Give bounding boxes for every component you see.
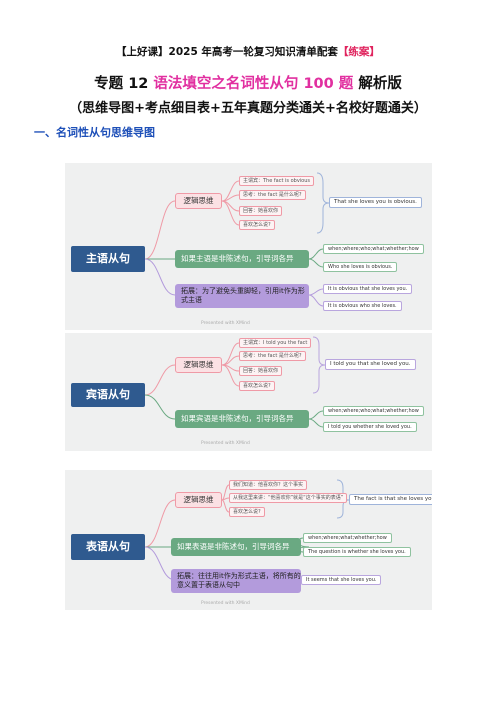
non-declarative-branch: 如果宾语是非陈述句，引导词各异 [175, 410, 309, 428]
logic-item: 回答：她喜欢你 [239, 366, 283, 377]
section-title: 一、名词性从句思维导图 [34, 126, 155, 139]
mindmap-connectors [144, 172, 330, 307]
xmind-watermark: Presented with XMind [201, 321, 250, 326]
example-sentence: Who she loves is obvious. [323, 262, 398, 273]
example-sentence: I told you whether she loved you. [323, 422, 417, 433]
logic-branch: 逻辑思维 [175, 357, 222, 373]
logic-branch: 逻辑思维 [175, 193, 222, 209]
connector-words: when;where;who;what;whether;how [323, 406, 424, 417]
logic-item: 喜欢怎么说? [239, 220, 275, 231]
extension-example: It is obvious who she loves. [323, 301, 402, 312]
connector-words: when;where;what;whether;how [303, 533, 392, 544]
logic-item: 主谓宾：The fact is obvious [239, 176, 315, 187]
logic-item: 思考：the fact 是什么呢? [239, 351, 306, 362]
logic-branch: 逻辑思维 [175, 492, 222, 508]
extension-example: It is obvious that she loves you. [323, 284, 413, 295]
mindmap-predicative-clause: 表语从句 逻辑思维 我们知道：他喜欢你？这个事实 从我这里来讲：“他喜欢你”就是… [65, 470, 432, 610]
extension-branch: 拓展：为了避免头重脚轻，引用it作为形式主语 [175, 284, 309, 308]
logic-result: I told you that she loved you. [325, 359, 416, 370]
extension-example: It seems that she loves you. [301, 575, 382, 586]
mindmap-object-clause: 宾语从句 逻辑思维 主谓宾：I told you the fact 思考：the… [65, 333, 432, 451]
example-sentence: The question is whether she loves you. [303, 547, 411, 558]
xmind-watermark: Presented with XMind [201, 601, 250, 606]
non-declarative-branch: 如果表语是非陈述句，引导词各异 [171, 538, 301, 556]
extension-branch: 拓展：往往用it作为形式主语，将所有的意义置于表语从句中 [171, 569, 301, 593]
mindmap-root: 主语从句 [71, 246, 145, 272]
connector-words: when;where;who;what;whether;how [323, 244, 424, 255]
document-title: 专题 12 语法填空之名词性从句 100 题 解析版 [94, 76, 402, 92]
header-practice-tag: 【练案】 [337, 46, 380, 58]
xmind-watermark: Presented with XMind [201, 441, 250, 446]
logic-item: 喜欢怎么说? [239, 381, 275, 392]
logic-item: 主谓宾：I told you the fact [239, 338, 312, 349]
logic-item: 思考：the fact 是什么呢? [239, 190, 306, 201]
logic-item: 从我这里来讲：“他喜欢你”就是“这个事实的表语” [229, 493, 348, 504]
mindmap-subject-clause: 主语从句 逻辑思维 主谓宾：The fact is obvious 思考：the… [65, 163, 432, 330]
mindmap-root: 表语从句 [71, 534, 145, 560]
logic-result: The fact is that she loves you. [349, 494, 432, 505]
non-declarative-branch: 如果主语是非陈述句，引导词各异 [175, 250, 309, 268]
mindmap-root: 宾语从句 [71, 383, 145, 407]
logic-item: 我们知道：他喜欢你？这个事实 [229, 480, 308, 491]
document-topic: 语法填空之名词性从句 100 题 [153, 76, 354, 92]
logic-item: 喜欢怎么说? [229, 507, 265, 518]
mindmap-connectors [144, 336, 326, 428]
document-subtitle: （思维导图+考点细目表+五年真题分类通关+名校好题通关） [69, 101, 427, 116]
logic-item: 回答：她喜欢你 [239, 206, 283, 217]
logic-result: That she loves you is obvious. [329, 197, 422, 208]
header-line-1: 【上好课】2025 年高考一轮复习知识清单配套【练案】 [116, 46, 380, 58]
